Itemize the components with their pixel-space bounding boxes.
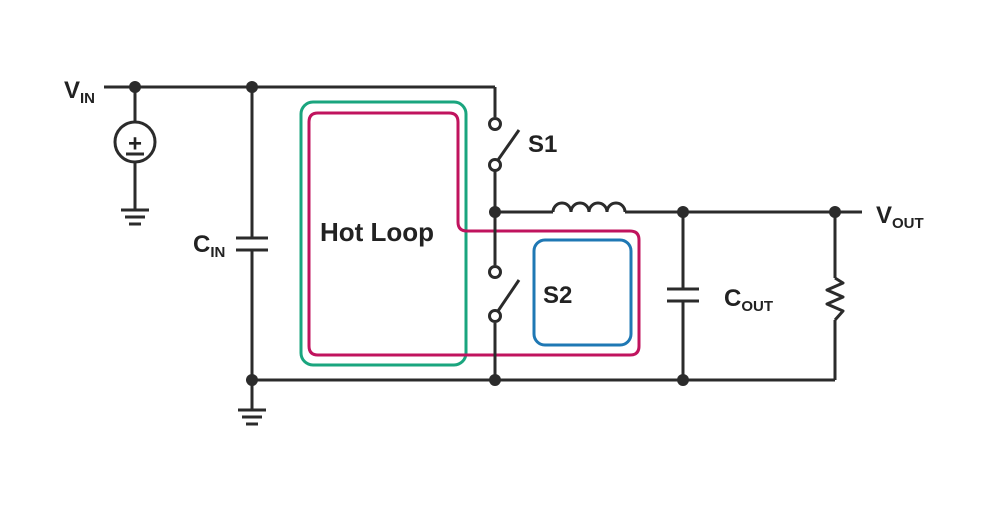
voltage-source-icon: +: [113, 120, 157, 164]
cout-label: COUT: [724, 285, 773, 315]
switch-s2: [488, 265, 521, 323]
hot-loop-outline: [307, 111, 641, 357]
junction-dots: [129, 81, 841, 386]
load-resistor-icon: [825, 276, 845, 321]
s1-label: S1: [528, 131, 557, 158]
s2-label: S2: [543, 282, 572, 309]
inductor-icon: [551, 201, 627, 213]
switch-loop-outline: [532, 238, 633, 347]
cin-label: CIN: [193, 231, 225, 261]
input-capacitor: [236, 236, 268, 252]
switch-s1: [488, 117, 521, 172]
input-loop-outline: [299, 100, 468, 367]
output-capacitor: [667, 287, 699, 303]
circuit-ground-icon: [238, 408, 266, 426]
source-ground-icon: [121, 208, 149, 226]
circuit-wires: [104, 85, 862, 410]
source-plus-sign: +: [128, 130, 142, 157]
vout-label: VOUT: [876, 202, 924, 232]
vin-label: VIN: [64, 77, 95, 107]
hot-loop-label: Hot Loop: [320, 217, 434, 247]
